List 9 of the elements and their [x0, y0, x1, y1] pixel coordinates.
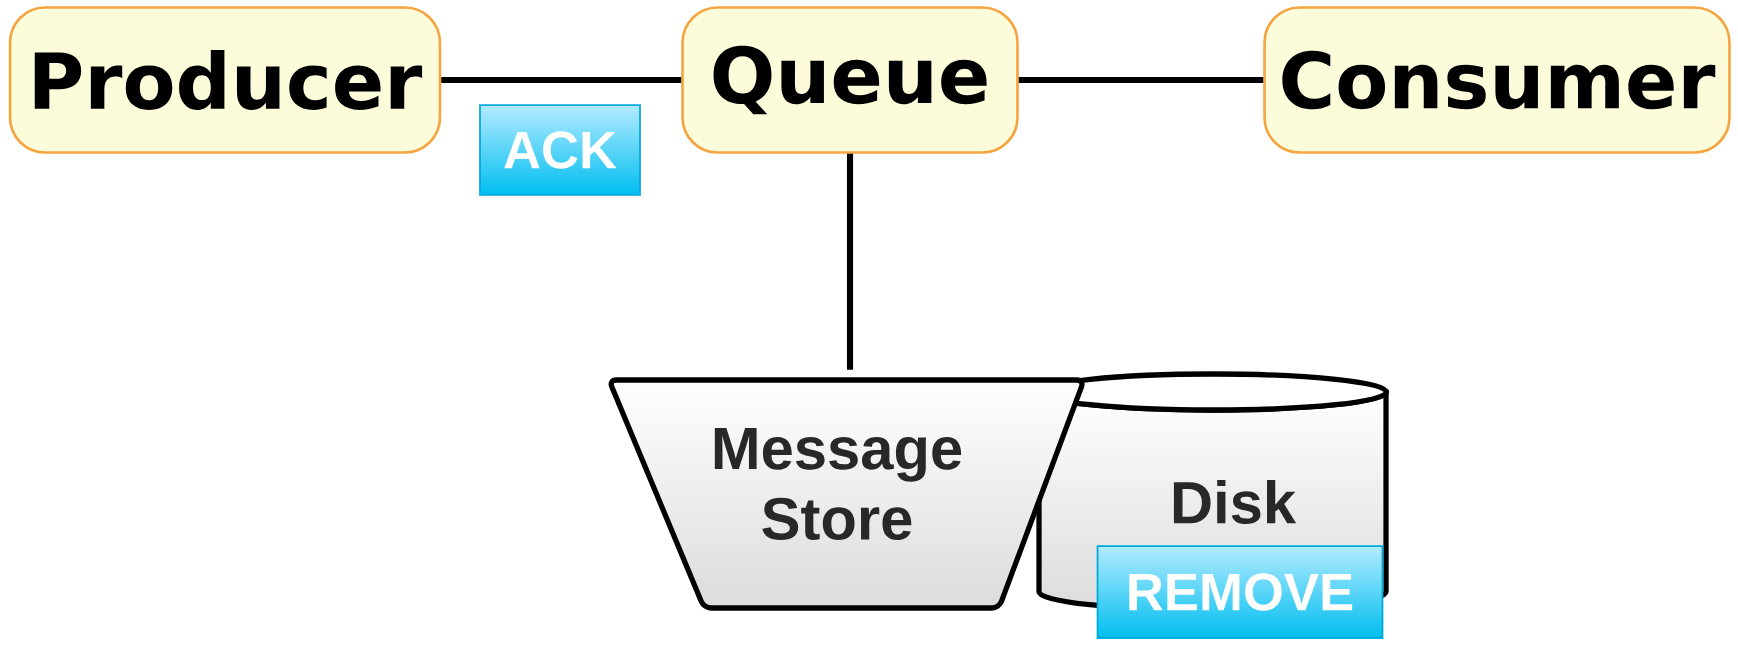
tag-badge: REMOVE	[1096, 545, 1384, 639]
process-box: Consumer	[1263, 6, 1731, 154]
tag-badge: ACK	[479, 104, 641, 196]
process-box: Producer	[8, 6, 442, 154]
connector-line	[846, 153, 854, 370]
connector-line	[1018, 76, 1264, 84]
message-store-trapezoid: Message Store	[608, 377, 1085, 611]
process-box: Queue	[681, 6, 1019, 154]
connector-line	[441, 76, 682, 84]
